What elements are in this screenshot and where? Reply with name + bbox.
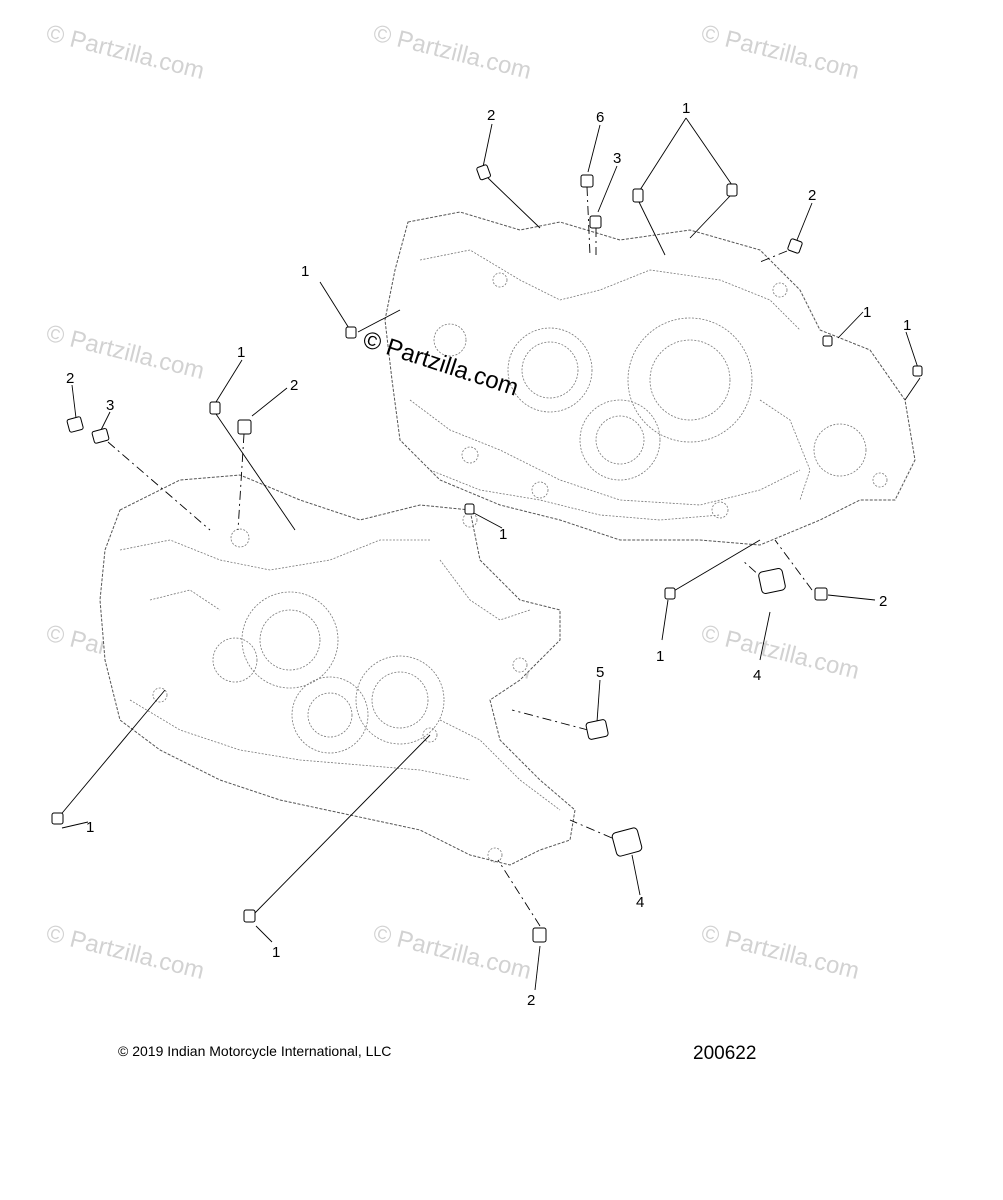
callout-number: 1: [272, 944, 280, 961]
watermark: © Partzilla.com: [699, 20, 862, 85]
dowel-pin: [464, 503, 475, 515]
dowel-pin: [532, 927, 547, 943]
callout-number: 2: [879, 593, 887, 610]
callout-number: 1: [499, 526, 507, 543]
leader-lines: [57, 117, 921, 991]
watermark: © Partzilla.com: [699, 620, 862, 685]
callout-number: 3: [106, 397, 114, 414]
dowel-pin: [476, 164, 491, 181]
callout-number: 1: [863, 304, 871, 321]
dowel-pin: [726, 183, 738, 197]
callout-number: 1: [682, 100, 690, 117]
copyright-notice: © 2019 Indian Motorcycle International, …: [118, 1043, 392, 1059]
callout-number: 2: [66, 370, 74, 387]
hardware-parts: [51, 164, 923, 943]
callout-number: 6: [596, 109, 604, 126]
callout-number: 1: [656, 648, 664, 665]
watermark: © Partzilla.com: [699, 920, 862, 985]
callout-number: 1: [86, 819, 94, 836]
callout-number: 4: [636, 894, 644, 911]
dowel-pin: [632, 188, 644, 203]
watermark: © Partzilla.com: [44, 20, 207, 85]
callout-number: 1: [301, 263, 309, 280]
callout-number: 1: [237, 344, 245, 361]
callout-number: 2: [808, 187, 816, 204]
callout-number: 2: [527, 992, 535, 1009]
bushing: [91, 428, 110, 444]
bushing: [758, 567, 786, 595]
dowel-pin: [814, 587, 828, 601]
dowel-pin: [345, 326, 357, 339]
callout-labels: 2 6 3 1 2 1 1 1 1 2 2 3 1 2 1 4 5 1 4 1 …: [66, 100, 911, 1009]
callout-number: 3: [613, 150, 621, 167]
watermark: © Partzilla.com: [371, 920, 534, 985]
callout-number: 2: [487, 107, 495, 124]
dowel-pin: [66, 416, 84, 433]
bushing: [585, 719, 609, 740]
dowel-pin: [664, 587, 676, 600]
callout-number: 2: [290, 377, 298, 394]
watermark: © Partzilla.com: [371, 20, 534, 85]
crankcase-right-half: [384, 211, 916, 546]
dowel-pin: [51, 812, 64, 825]
watermark: © Partzilla.com: [44, 920, 207, 985]
nut: [237, 419, 252, 435]
crankcase-left-half: [99, 474, 576, 866]
nut: [580, 174, 594, 188]
callout-number: 5: [596, 664, 604, 681]
dowel-pin: [822, 335, 833, 347]
diagram-number: 200622: [693, 1043, 757, 1064]
dowel-pin: [209, 401, 221, 415]
dowel-pin: [589, 215, 602, 229]
callout-number: 4: [753, 667, 761, 684]
callout-number: 1: [903, 317, 911, 334]
dowel-pin: [243, 909, 256, 923]
dowel-pin: [912, 365, 923, 377]
bushing: [611, 827, 643, 857]
nut: [787, 238, 803, 254]
